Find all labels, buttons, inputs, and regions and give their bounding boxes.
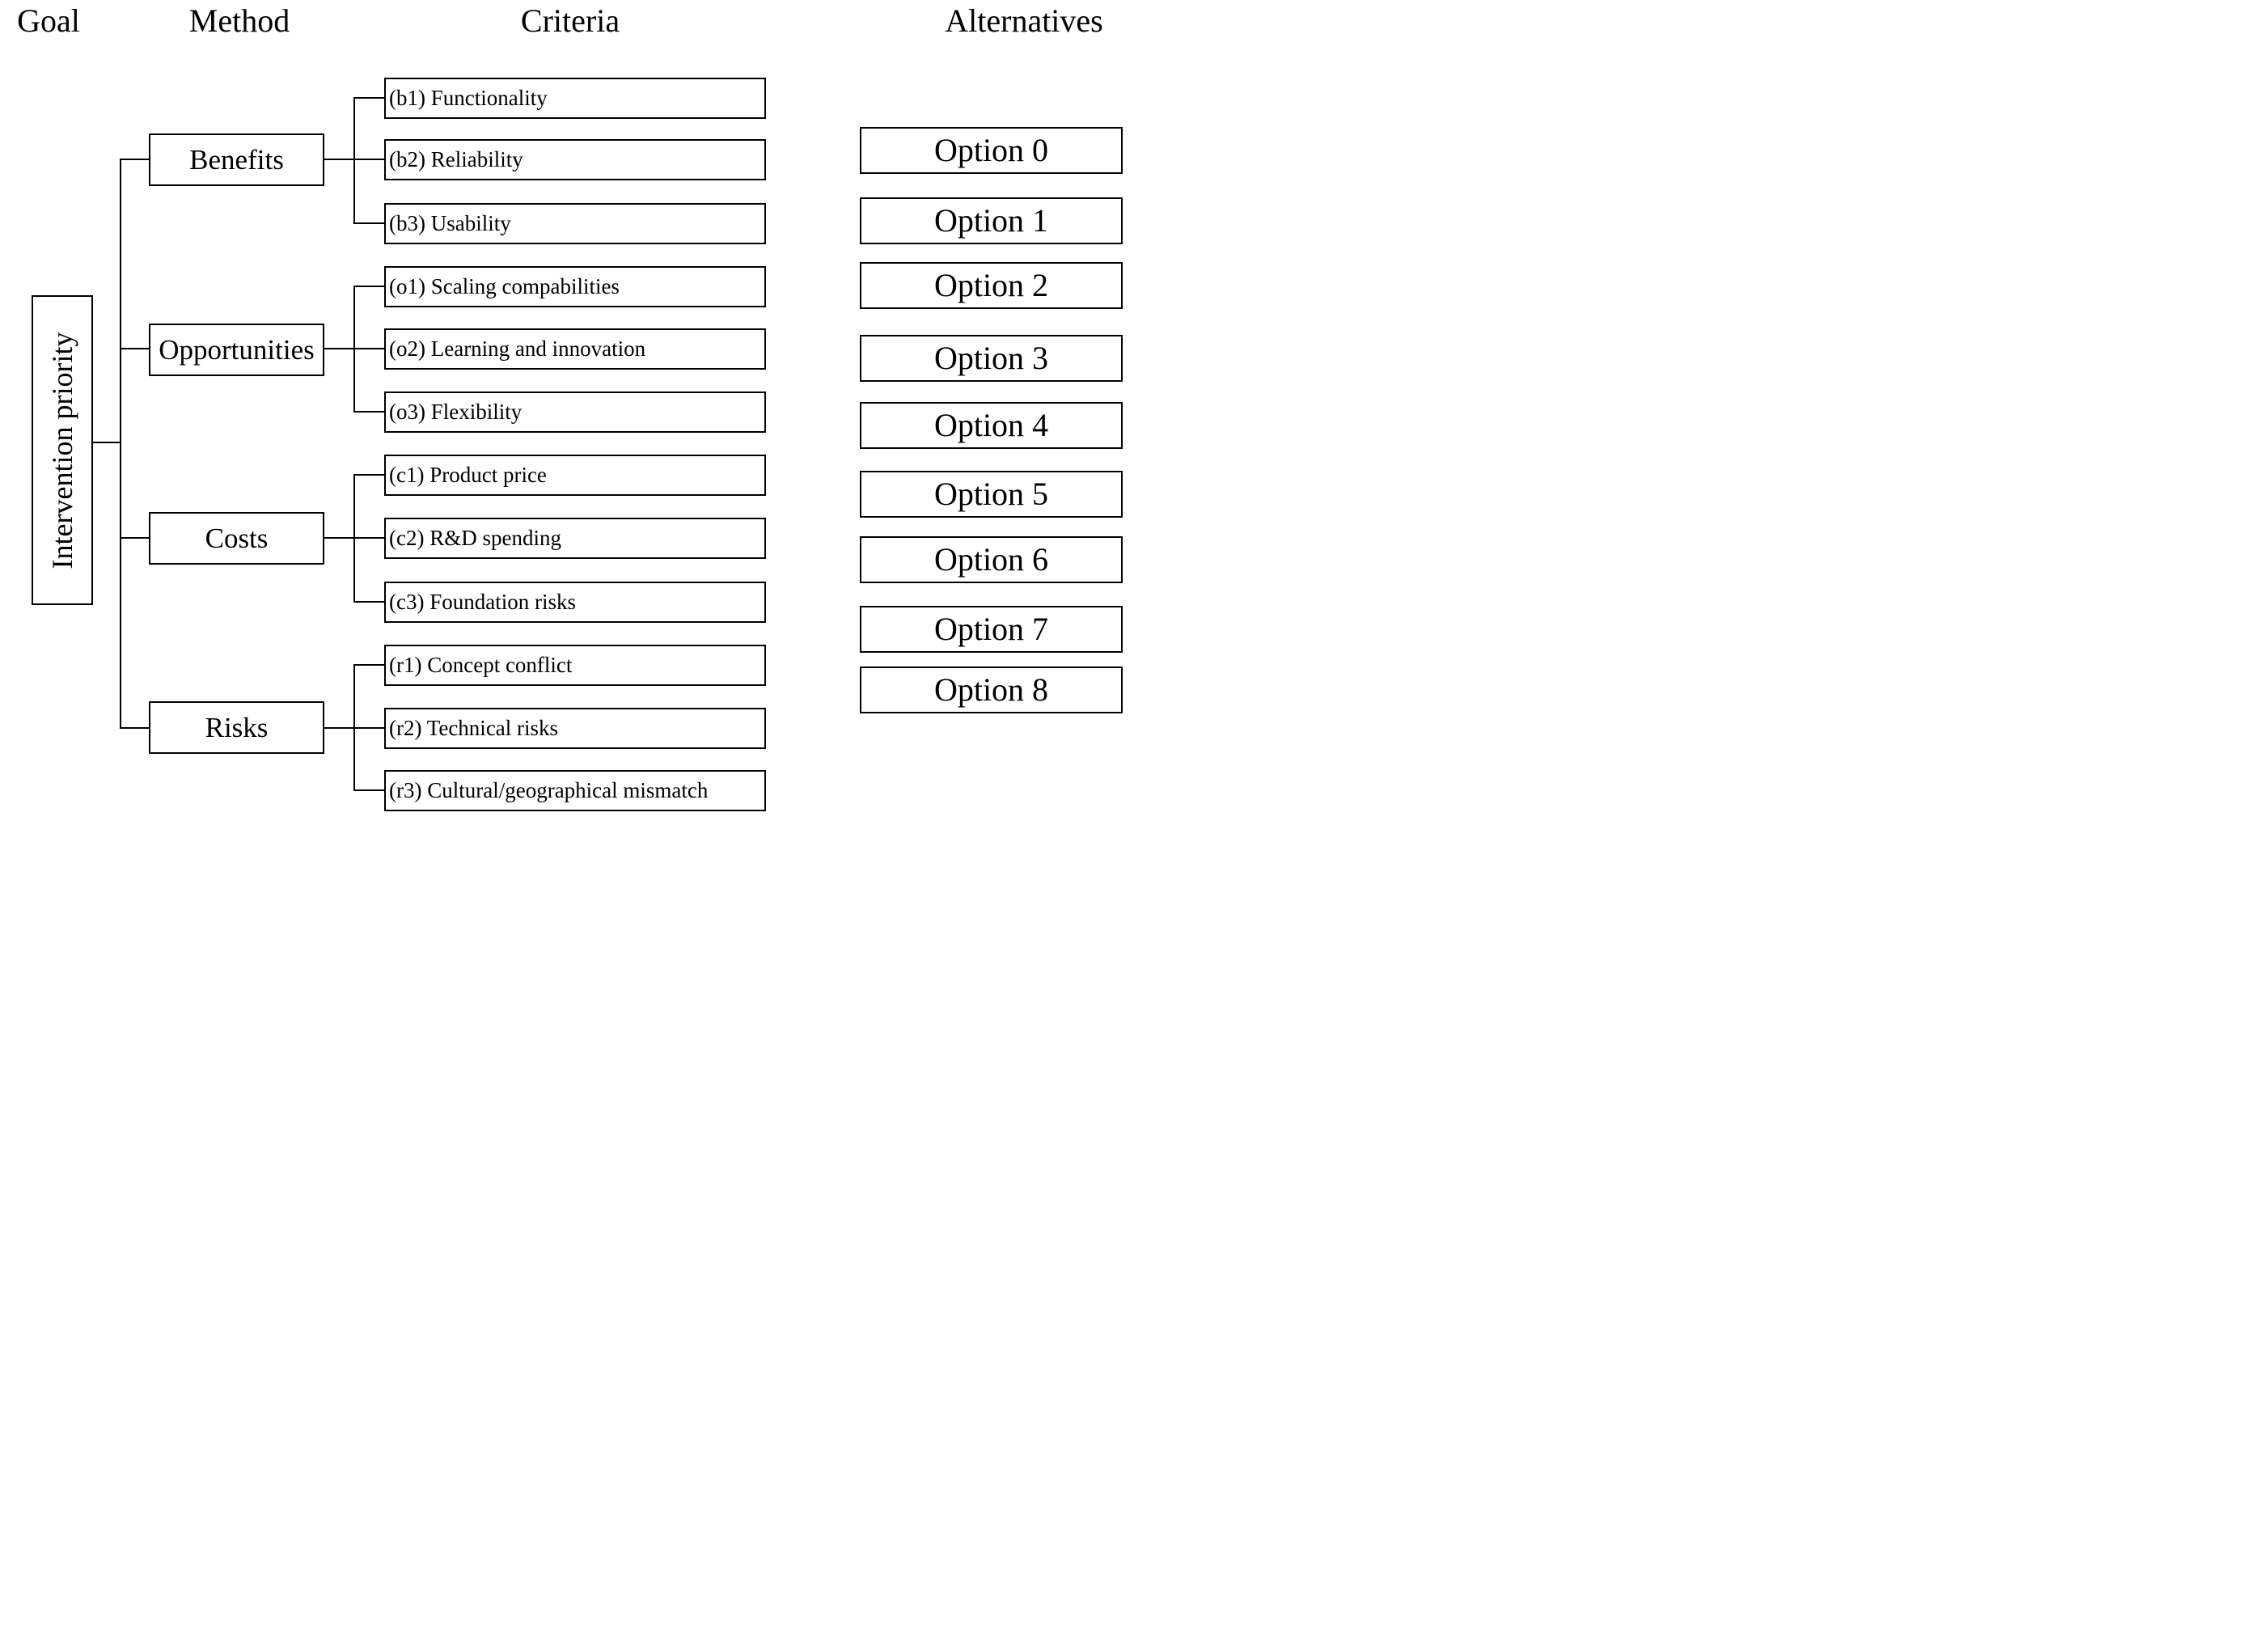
connector-opportunities-out bbox=[324, 348, 355, 349]
method-label-costs: Costs bbox=[205, 523, 269, 554]
criterion-box-b3: (b3) Usability bbox=[384, 203, 766, 244]
criterion-label-c2: (c2) R&D spending bbox=[389, 526, 561, 550]
connector-stub-c1 bbox=[353, 474, 384, 476]
criterion-label-c1: (c1) Product price bbox=[389, 463, 547, 487]
criterion-box-b2: (b2) Reliability bbox=[384, 139, 766, 180]
alternative-label-option-2: Option 2 bbox=[933, 267, 1049, 303]
criterion-label-c3: (c3) Foundation risks bbox=[389, 590, 576, 614]
alternative-label-option-0: Option 0 bbox=[933, 132, 1049, 168]
connector-trunk-risks bbox=[120, 727, 149, 729]
alternative-label-option-8: Option 8 bbox=[933, 671, 1049, 708]
alternative-box-option-2: Option 2 bbox=[860, 262, 1123, 309]
column-header-goal: Goal bbox=[17, 2, 80, 39]
alternative-label-option-1: Option 1 bbox=[933, 202, 1049, 239]
alternative-label-option-3: Option 3 bbox=[933, 340, 1049, 376]
connector-trunk-vertical bbox=[120, 159, 121, 729]
method-label-opportunities: Opportunities bbox=[159, 334, 315, 366]
alternative-box-option-8: Option 8 bbox=[860, 667, 1123, 713]
criterion-box-r3: (r3) Cultural/geographical mismatch bbox=[384, 770, 766, 811]
connector-stub-b2 bbox=[353, 159, 384, 160]
column-header-alternatives: Alternatives bbox=[945, 2, 1103, 39]
criterion-label-r1: (r1) Concept conflict bbox=[389, 653, 573, 677]
criterion-box-b1: (b1) Functionality bbox=[384, 78, 766, 119]
criterion-box-r2: (r2) Technical risks bbox=[384, 708, 766, 749]
alternative-label-option-6: Option 6 bbox=[933, 541, 1049, 578]
connector-risks-out bbox=[324, 727, 355, 729]
criterion-box-o3: (o3) Flexibility bbox=[384, 391, 766, 433]
connector-stub-o2 bbox=[353, 348, 384, 349]
alternative-box-option-7: Option 7 bbox=[860, 606, 1123, 653]
method-box-benefits: Benefits bbox=[149, 133, 324, 186]
connector-trunk-opportunities bbox=[120, 348, 149, 349]
method-label-benefits: Benefits bbox=[189, 144, 284, 176]
alternative-box-option-3: Option 3 bbox=[860, 335, 1123, 382]
criterion-label-b1: (b1) Functionality bbox=[389, 86, 548, 110]
connector-stub-b3 bbox=[353, 222, 384, 224]
alternative-box-option-0: Option 0 bbox=[860, 127, 1123, 174]
criterion-box-o2: (o2) Learning and innovation bbox=[384, 328, 766, 370]
connector-benefits-out bbox=[324, 159, 355, 160]
connector-trunk-benefits bbox=[120, 159, 149, 160]
goal-label: Intervention priority bbox=[46, 332, 78, 569]
connector-stub-r1 bbox=[353, 664, 384, 666]
method-box-costs: Costs bbox=[149, 512, 324, 565]
column-header-criteria: Criteria bbox=[520, 2, 620, 39]
connector-goal-trunk bbox=[93, 442, 121, 443]
alternative-box-option-1: Option 1 bbox=[860, 197, 1123, 244]
criterion-box-c3: (c3) Foundation risks bbox=[384, 582, 766, 623]
criterion-box-c1: (c1) Product price bbox=[384, 455, 766, 496]
connector-stub-c3 bbox=[353, 601, 384, 603]
criterion-box-r1: (r1) Concept conflict bbox=[384, 645, 766, 686]
criterion-box-o1: (o1) Scaling compabilities bbox=[384, 266, 766, 307]
alternative-label-option-4: Option 4 bbox=[933, 407, 1049, 443]
alternative-box-option-6: Option 6 bbox=[860, 536, 1123, 583]
alternative-box-option-5: Option 5 bbox=[860, 471, 1123, 518]
method-label-risks: Risks bbox=[205, 712, 269, 743]
hierarchy-diagram: Goal Method Criteria Alternatives Interv… bbox=[0, 0, 1134, 821]
method-box-opportunities: Opportunities bbox=[149, 324, 324, 376]
criterion-box-c2: (c2) R&D spending bbox=[384, 518, 766, 559]
connector-stub-r3 bbox=[353, 789, 384, 791]
criterion-label-b2: (b2) Reliability bbox=[389, 147, 523, 171]
connector-trunk-costs bbox=[120, 537, 149, 539]
connector-stub-c2 bbox=[353, 537, 384, 539]
method-box-risks: Risks bbox=[149, 701, 324, 754]
connector-stub-o3 bbox=[353, 411, 384, 413]
criterion-label-b3: (b3) Usability bbox=[389, 211, 511, 235]
criterion-label-o2: (o2) Learning and innovation bbox=[389, 336, 646, 361]
alternative-box-option-4: Option 4 bbox=[860, 402, 1123, 449]
alternative-label-option-7: Option 7 bbox=[933, 611, 1049, 647]
connector-benefits-group-vertical bbox=[353, 97, 355, 224]
connector-stub-o1 bbox=[353, 286, 384, 287]
connector-stub-r2 bbox=[353, 727, 384, 729]
criterion-label-r2: (r2) Technical risks bbox=[389, 716, 559, 740]
criterion-label-o3: (o3) Flexibility bbox=[389, 400, 523, 424]
connector-costs-out bbox=[324, 537, 355, 539]
alternative-label-option-5: Option 5 bbox=[933, 476, 1049, 512]
column-header-method: Method bbox=[188, 2, 290, 39]
goal-box: Intervention priority bbox=[32, 295, 93, 605]
criterion-label-r3: (r3) Cultural/geographical mismatch bbox=[389, 778, 709, 802]
connector-stub-b1 bbox=[353, 97, 384, 99]
criterion-label-o1: (o1) Scaling compabilities bbox=[389, 274, 620, 298]
